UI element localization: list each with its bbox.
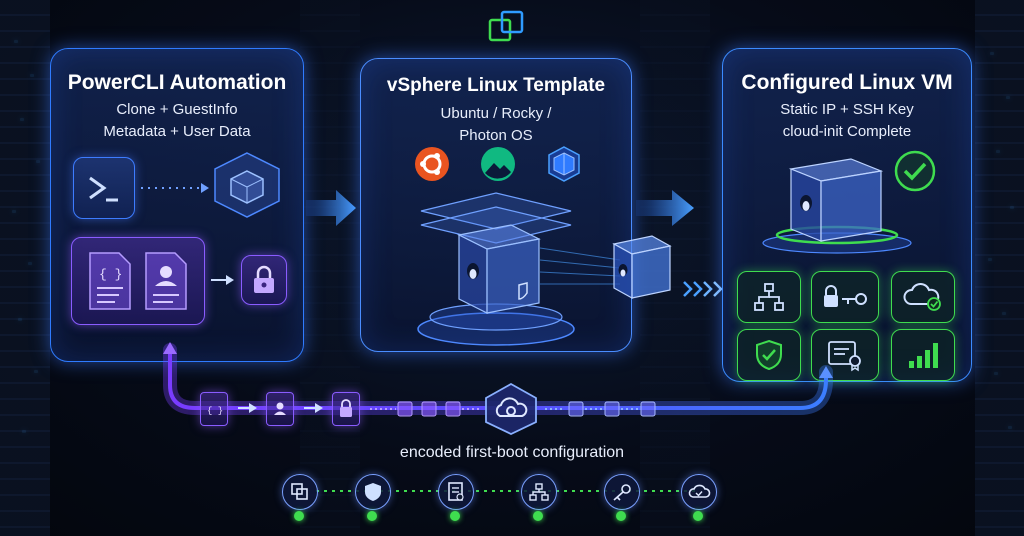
user-data-file-icon — [145, 252, 187, 310]
data-files-tile: { } — [71, 237, 205, 325]
arrow-right-icon — [238, 403, 257, 413]
check-dot — [294, 511, 304, 521]
terminal-tile — [73, 157, 135, 219]
check-dot — [533, 511, 543, 521]
cloud-check-icon — [688, 484, 711, 498]
certificate-icon — [828, 341, 861, 372]
arrow-right-icon — [304, 403, 323, 413]
panel-title: Configured Linux VM — [741, 71, 953, 94]
encoded-blocks-left — [370, 401, 480, 417]
powercli-automation-panel: PowerCLI Automation Clone + GuestInfo Me… — [50, 48, 304, 362]
panel-title: PowerCLI Automation — [67, 71, 287, 94]
bottom-node-network — [521, 474, 557, 510]
panel-subtitle-2: Photon OS — [459, 127, 533, 144]
shield-tile — [737, 329, 801, 381]
vm-cube-icon — [214, 152, 280, 218]
bottom-node-clone — [282, 474, 318, 510]
bar-chart-icon — [909, 343, 938, 368]
linux-vm-cube-icon — [788, 158, 884, 242]
pipeline-lock-tile — [332, 392, 360, 426]
metadata-file-icon: { } — [89, 252, 131, 310]
ssh-key-icon — [824, 285, 867, 307]
terminal-icon — [89, 176, 118, 202]
shield-check-icon — [756, 339, 782, 371]
rocky-logo-icon — [481, 147, 515, 181]
check-dot — [450, 511, 460, 521]
panel-subtitle-1: Ubuntu / Rocky / — [440, 105, 552, 122]
photon-logo-icon — [548, 146, 580, 182]
linux-vm-transfer-cube-icon — [612, 235, 672, 300]
vsphere-template-panel: vSphere Linux Template Ubuntu / Rocky / … — [360, 58, 632, 352]
template-stack-graphic — [417, 192, 575, 346]
linux-vm-cube-icon — [457, 224, 541, 314]
server-rack-right — [975, 0, 1024, 536]
check-dot — [693, 511, 703, 521]
check-circle-icon — [894, 150, 936, 192]
cloud-check-icon — [903, 283, 941, 311]
chevrons-icon — [683, 281, 723, 297]
bottom-node-document — [438, 474, 474, 510]
data-stream-lines — [539, 247, 621, 285]
document-icon — [448, 482, 464, 501]
panel-title: vSphere Linux Template — [386, 75, 606, 96]
bar-chart-tile — [891, 329, 955, 381]
pipeline-metadata-tile: { } — [200, 392, 228, 426]
check-dot — [616, 511, 626, 521]
flow-arrow-2 — [636, 190, 694, 226]
configured-vm-panel: Configured Linux VM Static IP + SSH Key … — [722, 48, 972, 382]
ssh-key-tile — [811, 271, 879, 323]
panel-subtitle-2: cloud-init Complete — [782, 123, 912, 140]
check-dot — [367, 511, 377, 521]
svg-text:{ }: { } — [99, 267, 122, 282]
server-rack-bg-center — [300, 0, 360, 536]
key-icon — [613, 484, 631, 501]
metadata-file-icon: { } — [207, 406, 223, 416]
dotted-arrow — [141, 183, 209, 193]
cloud-gear-icon — [485, 382, 537, 435]
shield-icon — [365, 483, 381, 501]
network-tile — [737, 271, 801, 323]
encoded-blocks-right — [545, 401, 656, 417]
panel-subtitle-2: Metadata + User Data — [103, 123, 251, 140]
bottom-node-key — [604, 474, 640, 510]
user-data-file-icon — [274, 402, 286, 415]
panel-subtitle-1: Static IP + SSH Key — [780, 101, 914, 118]
bottom-node-cloud — [681, 474, 717, 510]
svg-text:{ }: { } — [207, 406, 223, 416]
network-icon — [529, 483, 549, 501]
cloud-check-tile — [891, 271, 955, 323]
top-logo-icon — [488, 10, 524, 42]
pipeline-user-data-tile — [266, 392, 294, 426]
lock-icon — [340, 399, 352, 417]
clone-icon — [291, 483, 308, 500]
network-icon — [754, 283, 784, 311]
lock-tile — [241, 255, 287, 305]
bottom-node-shield — [355, 474, 391, 510]
lock-icon — [254, 265, 274, 293]
flow-arrow-1 — [306, 190, 356, 226]
server-rack-left — [0, 0, 50, 536]
ubuntu-logo-icon — [415, 147, 449, 181]
panel-subtitle-1: Clone + GuestInfo — [116, 101, 238, 118]
pipeline-caption: encoded first-boot configuration — [399, 444, 625, 461]
arrow-right-icon — [211, 275, 234, 285]
